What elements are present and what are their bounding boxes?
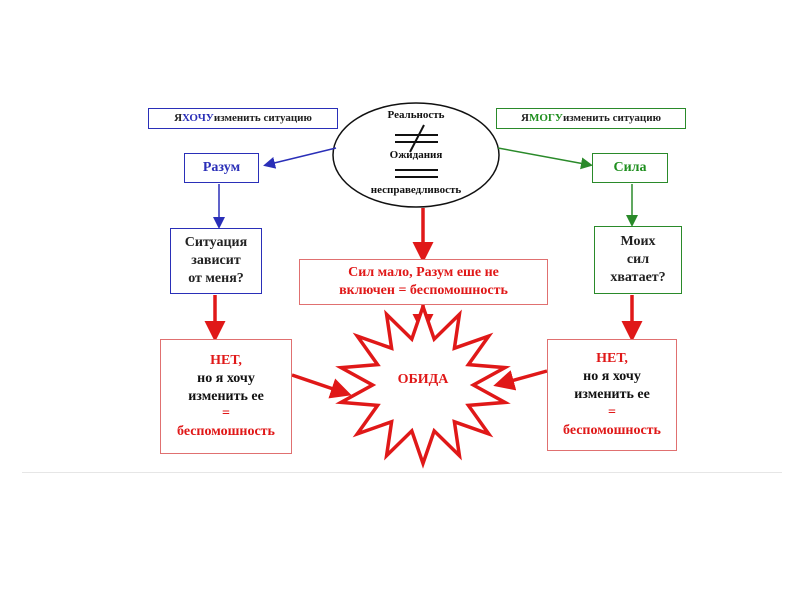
right-question-box: Моих сил хватает? xyxy=(594,226,682,294)
left-question-box: Ситуация зависит от меня? xyxy=(170,228,262,294)
arrow-left-result-to-star xyxy=(291,373,352,399)
central-ellipse xyxy=(332,102,500,208)
bottom-divider xyxy=(22,472,782,473)
left-result-line-5: беспомошность xyxy=(177,424,275,440)
arrow-ellipse-to-force xyxy=(497,147,593,170)
arrow-right-result-to-star xyxy=(493,369,548,391)
obida-starburst xyxy=(335,301,511,469)
can-header-suffix: изменить ситуацию xyxy=(562,112,661,125)
arrow-ellipse-to-mind xyxy=(263,147,337,169)
ellipse-expectations-label: Ожидания xyxy=(389,149,443,161)
left-result-line-3: изменить ее xyxy=(188,388,264,404)
mind-box: Разум xyxy=(184,153,259,183)
not-equal-sign xyxy=(395,124,438,153)
ellipse-reality-label: Реальность xyxy=(387,109,445,121)
left-question-line-3: от меня? xyxy=(188,270,244,286)
left-result-line-2: но я хочу xyxy=(197,370,255,386)
center-note-line-2: включен = беспомошность xyxy=(339,283,508,298)
left-question-line-2: зависит xyxy=(191,253,241,269)
ellipse-injustice-label: несправедливость xyxy=(370,184,462,196)
equal-sign xyxy=(395,169,438,178)
right-result-box: НЕТ, но я хочу изменить ее = беспомошнос… xyxy=(547,339,677,451)
left-result-line-4: = xyxy=(222,406,230,422)
right-result-line-3: изменить ее xyxy=(574,387,650,403)
can-header-highlight: МОГУ xyxy=(528,112,563,125)
left-question-line-1: Ситуация xyxy=(184,235,248,251)
right-result-line-5: беспомошность xyxy=(563,422,661,438)
want-header-suffix: изменить ситуацию xyxy=(213,112,312,125)
can-header-prefix: Я xyxy=(520,112,529,125)
center-note-box: Сил мало, Разум еше не включен = беспомо… xyxy=(299,259,548,305)
force-box: Сила xyxy=(592,153,668,183)
left-result-line-1: НЕТ, xyxy=(210,352,242,368)
left-result-box: НЕТ, но я хочу изменить ее = беспомошнос… xyxy=(160,339,292,454)
right-result-line-4: = xyxy=(608,404,616,420)
right-question-line-1: Моих xyxy=(620,234,656,250)
right-result-line-1: НЕТ, xyxy=(596,351,628,367)
right-question-line-2: сил xyxy=(626,252,650,268)
center-note-line-1: Сил мало, Разум еше не xyxy=(348,265,499,281)
right-result-line-2: но я хочу xyxy=(583,369,641,385)
want-change-header: Я ХОЧУ изменить ситуацию xyxy=(148,108,338,129)
can-change-header: Я МОГУ изменить ситуацию xyxy=(496,108,686,129)
want-header-prefix: Я xyxy=(174,112,183,125)
obida-label: ОБИДА xyxy=(397,372,449,387)
right-question-line-3: хватает? xyxy=(610,269,666,285)
want-header-highlight: ХОЧУ xyxy=(182,112,214,125)
